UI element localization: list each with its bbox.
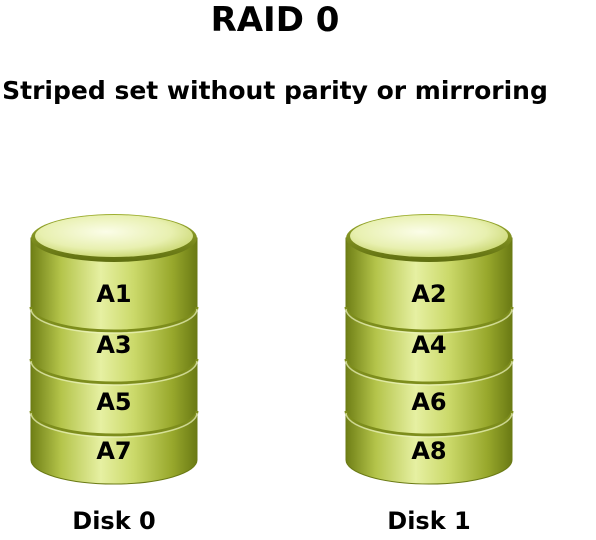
segment-separator	[29, 358, 199, 385]
segment-separator	[30, 360, 198, 386]
disk-body	[345, 237, 513, 485]
block-label: A2	[411, 280, 446, 308]
segment-separator	[345, 360, 513, 386]
segment-separator	[30, 412, 198, 438]
block-label: A4	[411, 331, 446, 359]
block-label: A3	[96, 331, 131, 359]
disk-label: Disk 1	[387, 507, 470, 535]
block-label: A5	[96, 388, 131, 416]
disk-body	[30, 237, 198, 485]
block-label: A1	[96, 280, 131, 308]
segment-separator	[344, 358, 514, 385]
segment-separator	[29, 306, 199, 333]
disk-label: Disk 0	[72, 507, 155, 535]
disk-0: A1 A3 A5 A7 Disk 0	[29, 214, 199, 535]
segment-separator	[30, 308, 198, 334]
segment-separator	[344, 410, 514, 437]
disk-top-face	[35, 215, 193, 257]
disk-top-face	[350, 215, 508, 257]
segment-separator	[345, 412, 513, 438]
diagram-subtitle: Striped set without parity or mirroring	[2, 76, 548, 105]
block-label: A7	[96, 437, 131, 465]
diagram-title: RAID 0	[210, 0, 340, 40]
segment-separator	[29, 410, 199, 437]
disk-1: A2 A4 A6 A8 Disk 1	[344, 214, 514, 535]
segment-separator	[344, 306, 514, 333]
block-label: A6	[411, 388, 446, 416]
segment-separator	[345, 308, 513, 334]
block-label: A8	[411, 437, 446, 465]
